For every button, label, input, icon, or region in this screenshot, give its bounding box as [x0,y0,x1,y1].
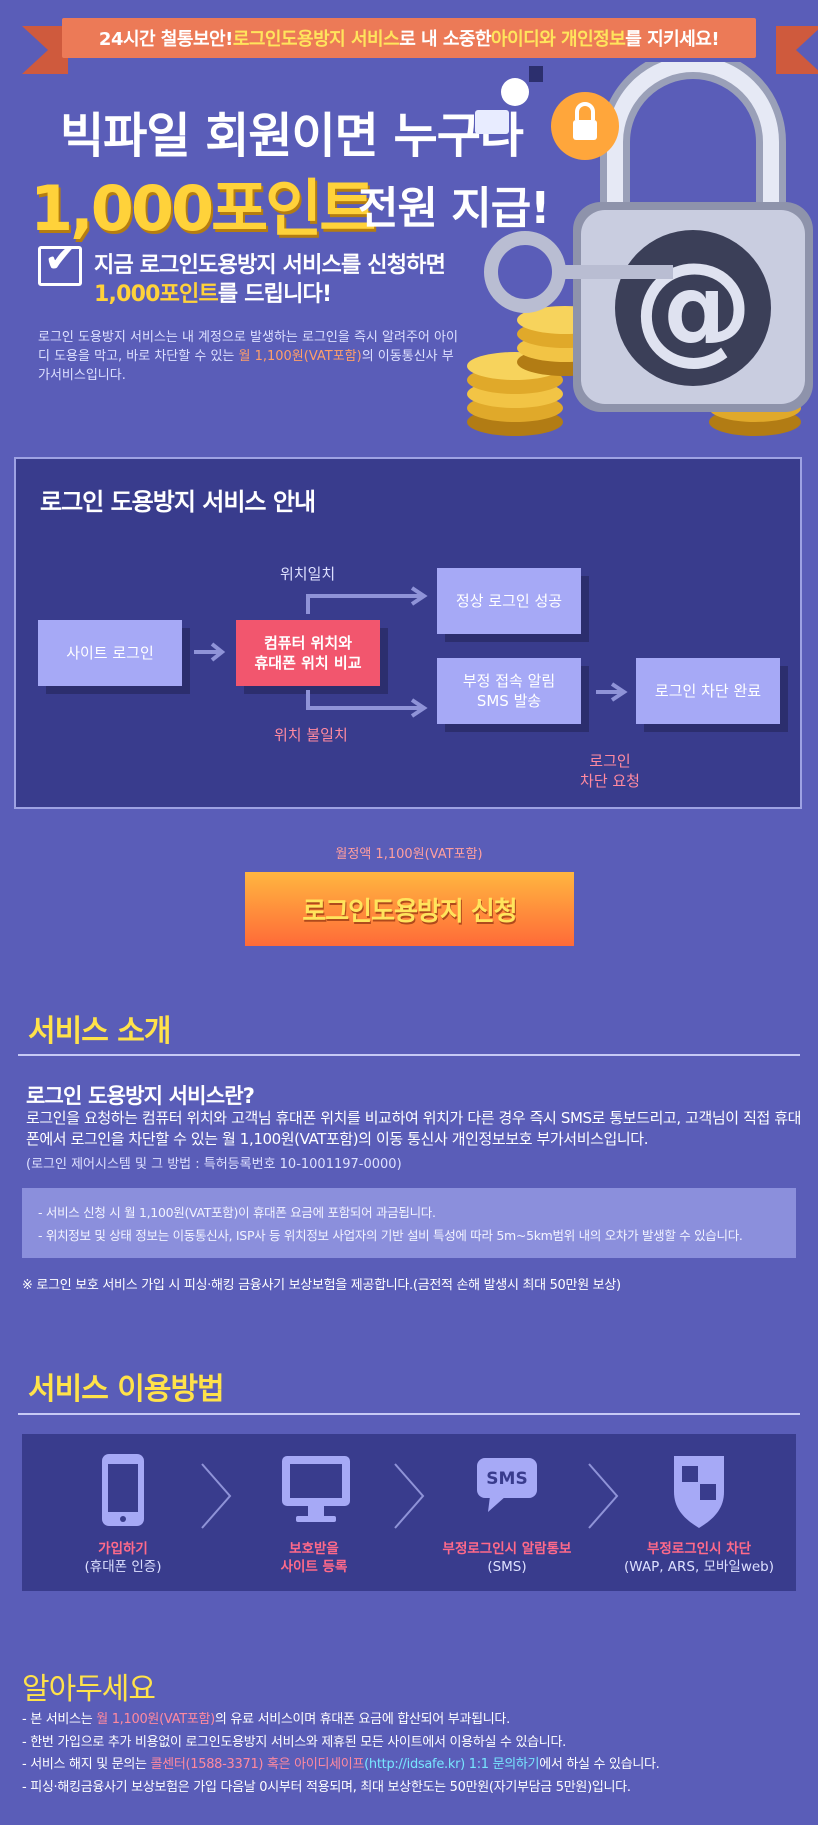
apply-button[interactable]: 로그인도용방지 신청 [245,872,574,946]
shield-icon [674,1456,724,1528]
top-banner: 24시간 철통보안! 로그인도용방지 서비스 로 내 소중한 아이디와 개인정보… [62,18,756,58]
hero-sub2-rest: 를 드립니다! [217,282,332,307]
guide-title: 로그인 도용방지 서비스 안내 [40,488,316,516]
intro-body: 로그인을 요청하는 컴퓨터 위치와 고객님 휴대폰 위치를 비교하여 위치가 다… [26,1109,802,1148]
usage-divider [18,1413,800,1415]
know-line-1-c: 의 유료 서비스이며 휴대폰 요금에 합산되어 부과됩니다. [214,1712,510,1727]
hero-sub1: 지금 로그인도용방지 서비스를 신청하면 [94,253,446,278]
label-location-match: 위치일치 [280,565,336,583]
usage-step-1: 가입하기 (휴대폰 인증) [33,1540,213,1576]
hero-headline: 빅파일 회원이면 누구나 [60,108,524,164]
usage-step-2: 보호받을 사이트 등록 [224,1540,404,1576]
know-line-1-price: 월 1,100원(VAT포함) [96,1712,215,1727]
arrow-mismatch-icon [306,690,428,718]
usage-step-4-title: 부정로그인시 차단 [646,1541,752,1557]
hero-headline-rest: 전원 지급! [358,183,550,234]
intro-heading: 로그인 도용방지 서비스란? [26,1084,255,1108]
usage-step-3-title: 부정로그인시 알람통보 [442,1541,572,1557]
security-orbit-icons [475,66,619,160]
know-line-3-callcenter: 콜센터(1588-3371) 혹은 아이디세이프 [150,1757,365,1772]
hero-sub2-points: 1,000포인트 [94,282,219,307]
know-line-4: - 피싱·해킹금융사기 보상보험은 가입 다음날 0시부터 적용되며, 최대 보… [22,1780,631,1795]
arrow-match-icon [306,586,428,614]
sms-icon: SMS [477,1458,537,1512]
hero-desc-b: 의 이동통신사 부가서비스입니다. [38,349,454,383]
monitor-icon [282,1456,350,1522]
flow-site-login-label: 사이트 로그인 [66,644,154,662]
label-location-mismatch: 위치 불일치 [274,726,348,744]
usage-step-3: 부정로그인시 알람통보 (SMS) [417,1540,597,1576]
usage-icons: SMS [102,1454,724,1529]
hero-desc-a: 로그인 도용방지 서비스는 내 계정으로 발생하는 로그인을 즉시 알려주어 아… [38,330,458,364]
know-line-3-d: 에서 하실 수 있습니다. [539,1757,660,1772]
phone-icon [102,1454,144,1526]
usage-section-title: 서비스 이용방법 [28,1372,225,1407]
know-line-1: - 본 서비스는 월 1,100원(VAT포함)의 유료 서비스이며 휴대폰 요… [22,1708,510,1727]
know-line-3-link[interactable]: (http://idsafe.kr) 1:1 문의하기 [364,1757,540,1772]
know-line-3: - 서비스 해지 및 문의는 콜센터(1588-3371) 혹은 아이디세이프(… [22,1753,660,1772]
hero-points: 1,000포인트 [30,172,376,245]
banner-text-b: 로그인도용방지 서비스 [232,29,400,50]
flow-arrows [194,586,628,718]
usage-step-1-sub: (휴대폰 인증) [84,1559,162,1575]
arrow-right-icon [194,642,226,662]
flow-location-compare: 컴퓨터 위치와 휴대폰 위치 비교 [236,620,380,686]
lock-illustration: @ [467,62,813,436]
chevron-right-icon [201,1463,232,1529]
insurance-note: ※ 로그인 보호 서비스 가입 시 피싱·해킹 금융사기 보상보험을 제공합니다… [22,1278,621,1293]
ribbon-tail-right [776,26,818,74]
banner-text-e: 를 지키세요! [625,29,720,50]
chevron-right-icon [394,1463,425,1529]
notice-line-1: - 서비스 신청 시 월 1,100원(VAT포함)이 휴대폰 요금에 포함되어… [38,1205,436,1220]
hero-description: 로그인 도용방지 서비스는 내 계정으로 발생하는 로그인을 즉시 알려주어 아… [38,328,458,385]
usage-step-3-sub: (SMS) [487,1559,527,1575]
intro-patent: (로그인 제어시스템 및 그 방법 : 특허등록번호 10-1001197-00… [26,1157,402,1172]
label-block-request: 로그인 차단 요청 [580,752,640,790]
flow-site-login: 사이트 로그인 [38,620,182,686]
usage-step-1-title: 가입하기 [98,1541,148,1557]
notice-line-2: - 위치정보 및 상태 정보는 이동통신사, ISP사 등 위치정보 사업자의 … [38,1228,743,1243]
check-mark-icon: ✔ [44,236,78,282]
banner-text-a: 24시간 철통보안! [98,29,233,50]
usage-step-2-title: 보호받을 사이트 등록 [280,1541,348,1575]
know-line-2: - 한번 가입으로 추가 비용없이 로그인도용방지 서비스와 제휴된 모든 사이… [22,1735,566,1750]
intro-notice-box [22,1188,796,1258]
usage-step-4: 부정로그인시 차단 (WAP, ARS, 모바일web) [609,1540,789,1576]
flow-login-success: 정상 로그인 성공 [437,568,581,634]
intro-divider [18,1054,800,1056]
hero-sub2: 1,000포인트를 드립니다! [94,276,332,308]
monthly-price-note: 월정액 1,100원(VAT포함) [335,847,483,862]
usage-step-4-sub: (WAP, ARS, 모바일web) [623,1559,775,1575]
flow-sms-alert: 부정 접속 알림 SMS 발송 [437,658,581,724]
know-line-1-a: - 본 서비스는 [22,1712,97,1727]
svg-text:@: @ [633,238,753,377]
banner-text-d: 아이디와 개인정보 [491,29,626,50]
know-line-3-a: - 서비스 해지 및 문의는 [22,1757,151,1772]
sms-icon-text: SMS [486,1469,527,1489]
hero-desc-price: 월 1,100원(VAT포함) [238,349,362,364]
arrow-block-icon [596,682,628,702]
key-icon [484,231,673,313]
chevron-right-icon [588,1463,619,1529]
checkbox-icon [38,246,82,286]
flow-login-blocked: 로그인 차단 완료 [636,658,780,724]
banner-text-c: 로 내 소중한 [399,29,492,50]
know-title: 알아두세요 [22,1672,156,1707]
intro-section-title: 서비스 소개 [28,1014,171,1049]
